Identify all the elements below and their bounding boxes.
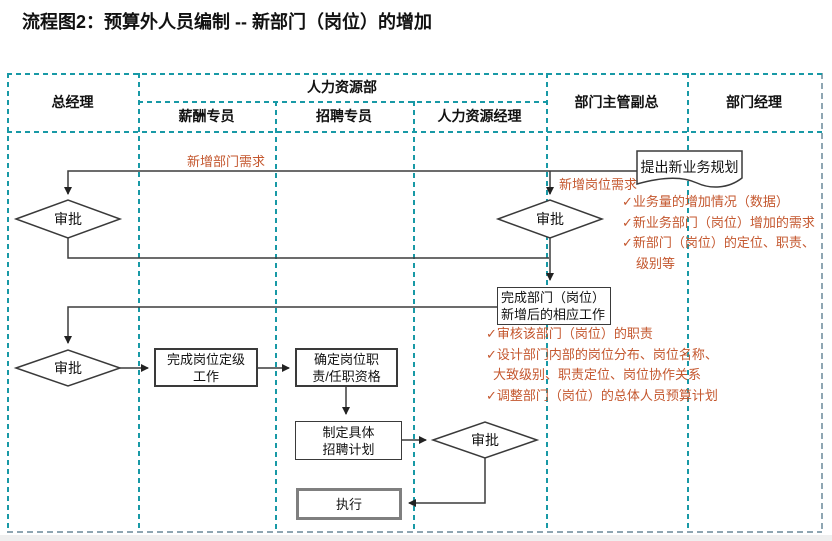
annotation-line: 大致级别、职责定位、岗位协作关系 bbox=[493, 367, 702, 382]
annotation-followup-details: ✓审核该部门（岗位）的职责 ✓设计部门内部的岗位分布、岗位名称、 大致级别、职责… bbox=[486, 324, 718, 406]
document-shape-propose-plan bbox=[636, 150, 743, 188]
diamond-approve-recruit bbox=[430, 421, 540, 459]
label-approve-mid-gm: 审批 bbox=[54, 360, 82, 376]
annotation-line: ✓审核该部门（岗位）的职责 bbox=[486, 326, 653, 341]
lane-general-manager: 总经理 bbox=[51, 94, 94, 110]
grid-lane-comp-recruit bbox=[275, 101, 277, 532]
annotation-line: ✓业务量的增加情况（数据） bbox=[622, 194, 789, 209]
diamond-approve-mid-gm bbox=[13, 349, 123, 387]
label-approve-recruit: 审批 bbox=[471, 432, 499, 448]
grid-lane-vp-dm bbox=[687, 73, 689, 532]
sheet-bottom-edge bbox=[0, 535, 832, 541]
annotation-line: 级别等 bbox=[636, 255, 676, 271]
edge-label-new-department-demand: 新增部门需求 bbox=[187, 154, 266, 169]
label-approve-top-hr: 审批 bbox=[536, 211, 564, 227]
annotation-plan-details: ✓业务量的增加情况（数据） ✓新业务部门（岗位）增加的需求 ✓新部门（岗位）的定… bbox=[622, 192, 815, 274]
grid-bottom-border bbox=[7, 531, 822, 533]
grid-left-border bbox=[7, 73, 9, 532]
box-complete-followup: 完成部门（岗位） 新增后的相应工作 bbox=[497, 287, 611, 325]
annotation-line: ✓新业务部门（岗位）增加的需求 bbox=[622, 214, 815, 230]
box-complete-grading: 完成岗位定级 工作 bbox=[154, 348, 258, 387]
annotation-line: ✓设计部门内部的岗位分布、岗位名称、 bbox=[486, 346, 718, 362]
lane-hr-department: 人力资源部 bbox=[307, 79, 377, 95]
box-recruit-plan: 制定具体 招聘计划 bbox=[295, 421, 402, 460]
lane-division-vp: 部门主管副总 bbox=[574, 94, 659, 110]
grid-hr-subdivider bbox=[138, 101, 546, 103]
page-title: 流程图2：预算外人员编制 -- 新部门（岗位）的增加 bbox=[22, 12, 432, 32]
diamond-approve-top-gm bbox=[13, 199, 123, 239]
lane-compensation-specialist: 薪酬专员 bbox=[178, 108, 235, 124]
edge-plan-to-gm-approval bbox=[64, 170, 637, 195]
edge-followup-to-gm-approval2 bbox=[64, 306, 497, 344]
edge-gm-approval-merge bbox=[67, 238, 549, 259]
grid-lane-recruit-hrm bbox=[413, 101, 415, 532]
edge-label-new-position-demand: 新增岗位需求 bbox=[559, 177, 638, 192]
label-propose-plan: 提出新业务规划 bbox=[640, 159, 739, 175]
lane-hr-manager: 人力资源经理 bbox=[437, 108, 522, 124]
annotation-line: ✓新部门（岗位）的定位、职责、 bbox=[622, 235, 815, 250]
box-execute: 执行 bbox=[296, 488, 402, 520]
lane-recruitment-specialist: 招聘专员 bbox=[316, 108, 372, 124]
grid-header-bottom bbox=[7, 131, 822, 133]
grid-lane-gm bbox=[138, 73, 140, 532]
diamond-approve-top-hr bbox=[495, 199, 605, 239]
box-define-duties: 确定岗位职 责/任职资格 bbox=[295, 348, 398, 387]
label-approve-top-gm: 审批 bbox=[54, 211, 82, 227]
lane-department-manager: 部门经理 bbox=[726, 94, 782, 110]
grid-right-border bbox=[821, 73, 823, 532]
grid-top-border bbox=[7, 73, 822, 75]
annotation-line: ✓调整部门（岗位）的总体人员预算计划 bbox=[486, 387, 718, 403]
edge-approval-to-execute bbox=[408, 458, 486, 507]
